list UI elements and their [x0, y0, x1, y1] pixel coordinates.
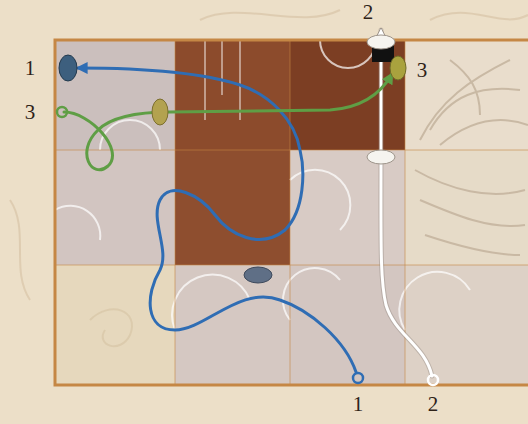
tile: [405, 265, 528, 385]
stone: [59, 55, 77, 81]
tile: [175, 40, 290, 150]
tile: [290, 150, 405, 265]
start-ring: [353, 373, 363, 383]
player-path: [78, 68, 356, 372]
tile-swirl: [90, 309, 132, 346]
callout-number: 1: [353, 393, 364, 415]
tile: [55, 40, 175, 150]
callout-number: 3: [25, 101, 36, 123]
tile-arc: [283, 268, 340, 320]
stone: [367, 35, 395, 49]
tile: [405, 150, 528, 265]
player-path: [64, 74, 392, 170]
callout-number: 3: [417, 59, 428, 81]
start-ring: [57, 107, 67, 117]
player-paths: [57, 30, 438, 385]
stone: [152, 99, 168, 125]
ornament-curve: [200, 10, 340, 20]
board-grid: [55, 40, 528, 385]
feather: [415, 170, 525, 194]
tile: [175, 150, 290, 265]
ornament-curve: [10, 200, 30, 300]
tile-arc: [55, 206, 100, 240]
tile-pattern: [55, 40, 470, 346]
stone: [244, 267, 272, 283]
ornament-curve: [430, 13, 528, 20]
callout-number: 2: [428, 393, 439, 415]
tile-arc: [399, 272, 470, 330]
grid-line: [55, 40, 528, 385]
feather: [440, 120, 528, 145]
background-ornament: [10, 10, 528, 300]
tile: [290, 265, 405, 385]
feather: [425, 235, 520, 255]
stone: [367, 150, 395, 164]
feather: [420, 200, 525, 226]
callout-number: 1: [25, 57, 36, 79]
tile: [405, 40, 528, 150]
start-ring: [428, 375, 438, 385]
phoenix-illustration: [415, 60, 528, 255]
callout-number: 2: [363, 1, 374, 23]
stone: [390, 56, 406, 80]
stones: [59, 35, 406, 283]
board-border: [55, 40, 528, 385]
tile: [290, 40, 405, 150]
tiles: [55, 40, 528, 385]
feather: [450, 60, 480, 115]
